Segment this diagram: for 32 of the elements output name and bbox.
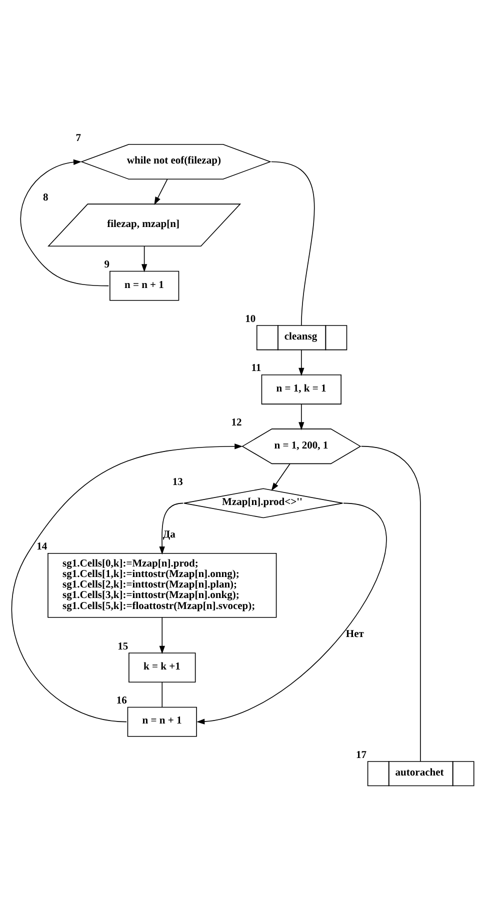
arrow <box>11 444 243 722</box>
node-label: 9 <box>104 260 110 271</box>
node-label: 7 <box>76 132 81 144</box>
arrow <box>159 502 184 555</box>
node-label: 8 <box>42 192 48 204</box>
connector <box>360 446 421 762</box>
node-label: 15 <box>118 641 128 652</box>
node-label: 12 <box>231 417 242 428</box>
node-box: k = k +1 <box>128 652 196 683</box>
node-label: 17 <box>356 750 367 761</box>
arrow <box>141 246 148 272</box>
arrow <box>20 159 110 286</box>
node-label: 16 <box>116 696 127 706</box>
arrow <box>154 178 168 206</box>
node-box: sg1.Cells[0,k]:=Mzap[n].prod; sg1.Cells[1,k]:=inttostr(Mzap[n].onng); sg1.Cells[2,k]:=inttostr(Mzap[n].plan); sg1.Cells[3,k]:=inttostr(Mzap[n].onkg); sg1.Cells[5,k]:=floattostr(Mzap[n].svocep); <box>48 552 277 618</box>
node-label: 11 <box>251 363 262 374</box>
arrow <box>196 502 387 724</box>
node-diamond: Mzap[n].prod<>'' <box>184 488 344 518</box>
edge-label: Да <box>162 530 176 541</box>
connector <box>271 161 315 326</box>
node-label: 14 <box>36 542 48 553</box>
arrow <box>271 463 290 491</box>
node-label: 10 <box>245 314 256 325</box>
arrow <box>298 404 304 430</box>
edge-label: Нет <box>346 629 364 640</box>
arrow <box>159 617 165 654</box>
node-box: n = 1, k = 1 <box>261 374 342 404</box>
node-box: n = n + 1 <box>110 270 180 301</box>
connector <box>162 682 163 708</box>
node-label: 13 <box>172 476 183 488</box>
arrow <box>298 349 304 376</box>
node-box: n = n + 1 <box>127 706 197 737</box>
